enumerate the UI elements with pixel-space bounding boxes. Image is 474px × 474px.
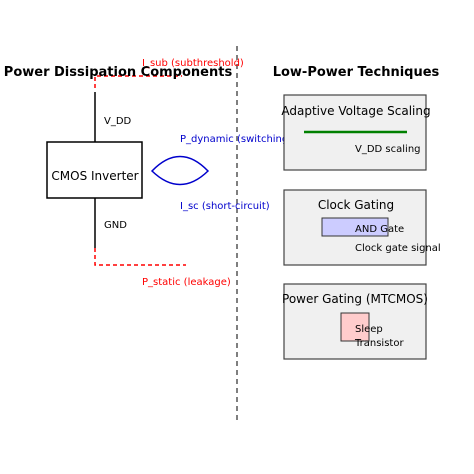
clock-gating-title: Clock Gating: [318, 198, 394, 212]
switching-waveform: [150, 155, 210, 186]
vdd-label: V_DD: [104, 116, 132, 127]
i-sub-path: [94, 75, 182, 88]
and-gate-label: AND Gate: [355, 224, 404, 235]
p-static-path: [94, 248, 186, 266]
avs-title: Adaptive Voltage Scaling: [281, 104, 430, 118]
p-dynamic-label: P_dynamic (switching): [180, 134, 292, 145]
sleep-label: Sleep: [355, 324, 383, 335]
i-sc-label: I_sc (short-circuit): [180, 201, 270, 212]
i-sub-label: I_sub (subthreshold): [142, 58, 244, 69]
right-panel-title: Low-Power Techniques: [273, 65, 440, 80]
cmos-inverter-label: CMOS Inverter: [51, 169, 138, 183]
clock-gating-detail: Clock gate signal: [355, 243, 441, 254]
gnd-label: GND: [104, 220, 127, 231]
transistor-label: Transistor: [354, 338, 404, 349]
sleep-transistor-block: [340, 312, 370, 342]
avs-detail: V_DD scaling: [355, 144, 421, 155]
left-panel-title: Power Dissipation Components: [4, 65, 233, 80]
p-static-label: P_static (leakage): [142, 277, 231, 288]
and-gate-block: [321, 217, 389, 237]
power-gating-title: Power Gating (MTCMOS): [282, 292, 428, 306]
cmos-inverter-block: [46, 141, 143, 199]
